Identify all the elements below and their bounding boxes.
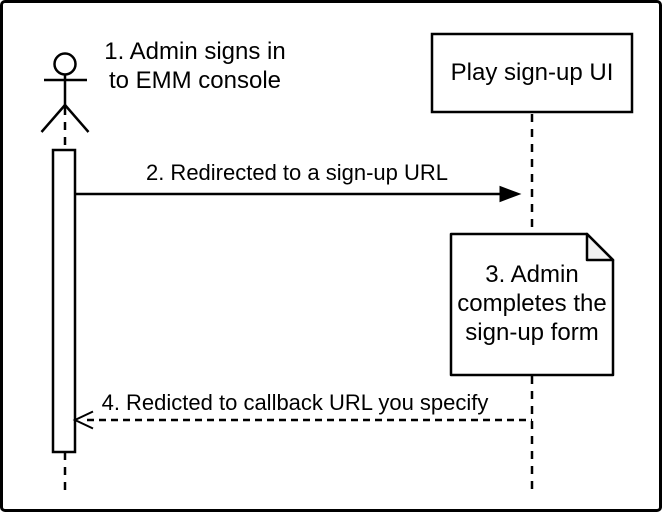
actor-leg-right: [64, 104, 90, 133]
step3-note-label: 3. Admin completes the sign-up form: [457, 261, 607, 346]
message-2-arrowhead-icon: [499, 185, 522, 203]
message-4-arrowhead-icon: [72, 410, 94, 430]
activation-bar: [51, 148, 77, 454]
actor-figure: [40, 52, 90, 133]
message-4-label: 4. Redicted to callback URL you specify: [101, 390, 489, 415]
message-2-label: 2. Redirected to a sign-up URL: [145, 160, 449, 185]
play-signup-ui-box: [430, 32, 634, 114]
actor-head: [53, 52, 77, 76]
actor-leg-left: [40, 104, 66, 133]
note-shape: [449, 232, 615, 377]
step1-annotation: 1. Admin signs in to EMM console: [104, 38, 286, 94]
sequence-diagram-graphics: [40, 32, 634, 492]
play-signup-ui-label: Play sign-up UI: [450, 58, 614, 86]
note-fold-corner: [585, 232, 615, 262]
